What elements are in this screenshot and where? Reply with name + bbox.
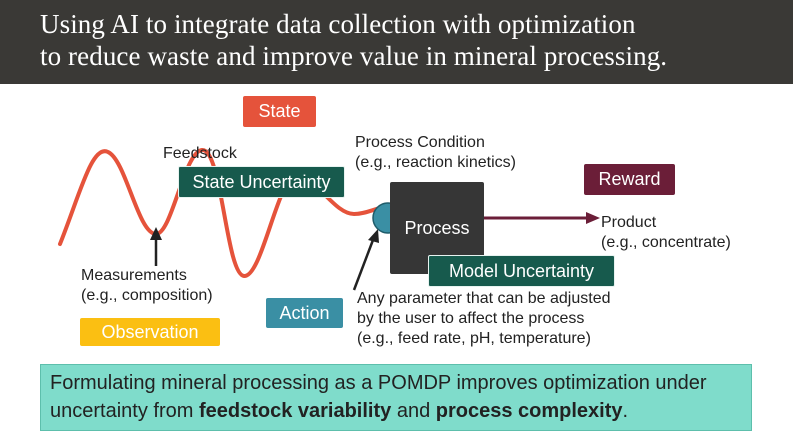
observation-box: Observation	[80, 318, 220, 346]
process-condition-example: (e.g., reaction kinetics)	[355, 154, 516, 171]
action-arrow	[352, 239, 375, 291]
action-box: Action	[266, 298, 343, 328]
title-line-1: Using AI to integrate data collection wi…	[40, 9, 636, 39]
title-line-2: to reduce waste and improve value in min…	[40, 41, 668, 71]
action-arrowhead	[368, 229, 379, 243]
product-title: Product	[601, 214, 657, 231]
action-description-line-2: by the user to affect the process	[357, 310, 585, 327]
conclusion-text-3: .	[622, 400, 629, 422]
pomdp-diagram: State Feedstock Process Condition (e.g.,…	[0, 84, 793, 354]
product-arrowhead	[586, 212, 600, 224]
measurements-title: Measurements	[81, 267, 187, 284]
product-example: (e.g., concentrate)	[601, 234, 731, 251]
title-banner: Using AI to integrate data collection wi…	[0, 0, 793, 84]
action-description: Any parameter that can be adjusted by th…	[357, 289, 611, 349]
conclusion-bold-process: process complexity	[435, 400, 623, 422]
conclusion-bold-feedstock: feedstock variability	[198, 400, 392, 422]
feedstock-label: Feedstock	[163, 145, 237, 162]
process-condition-label: Process Condition (e.g., reaction kineti…	[355, 133, 516, 173]
measurement-arrowhead	[150, 227, 162, 240]
measurements-example: (e.g., composition)	[81, 287, 213, 304]
conclusion-text-2: and	[391, 400, 436, 422]
state-uncertainty-box: State Uncertainty	[178, 166, 345, 198]
reward-box: Reward	[584, 164, 675, 195]
process-condition-title: Process Condition	[355, 134, 485, 151]
measurements-label: Measurements (e.g., composition)	[81, 266, 213, 306]
model-uncertainty-box: Model Uncertainty	[428, 255, 615, 287]
conclusion-text-1: Formulating mineral processing as a POMD…	[50, 372, 707, 422]
action-description-line-1: Any parameter that can be adjusted	[357, 290, 611, 307]
conclusion-box: Formulating mineral processing as a POMD…	[40, 364, 752, 431]
state-box: State	[243, 96, 316, 127]
action-description-line-3: (e.g., feed rate, pH, temperature)	[357, 330, 591, 347]
product-label: Product (e.g., concentrate)	[601, 213, 731, 253]
